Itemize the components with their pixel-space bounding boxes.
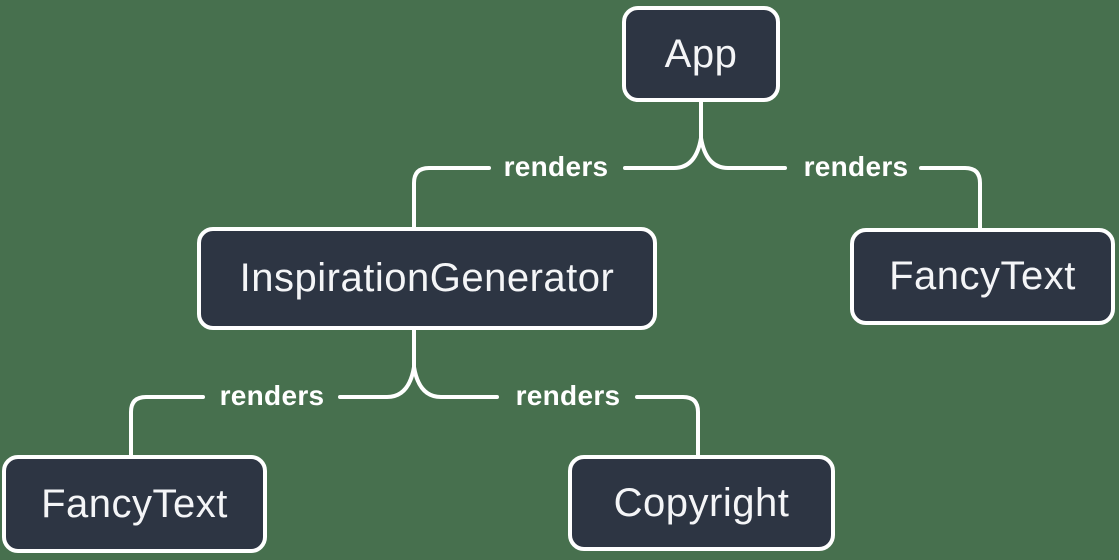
- edge-label-inspiration-fancy-text: renders: [219, 380, 325, 411]
- edge-app-split-right: [699, 100, 787, 170]
- edge-label-app-inspiration: renders: [503, 151, 609, 182]
- edge-ig-split-right: [412, 328, 499, 399]
- edge-to-inspiration: [412, 166, 491, 229]
- node-fancy-text-bottom: FancyText: [2, 455, 267, 553]
- node-app-label: App: [664, 31, 738, 76]
- edge-app-split-left: [623, 100, 703, 170]
- node-app: App: [622, 6, 780, 102]
- edge-to-fancy-bottom: [129, 395, 205, 457]
- edge-label-inspiration-copyright: renders: [515, 380, 621, 411]
- node-copyright: Copyright: [568, 455, 835, 551]
- node-fancy-text-bottom-label: FancyText: [41, 481, 228, 526]
- edge-to-fancy-top: [919, 166, 982, 230]
- node-fancy-text-top-label: FancyText: [889, 254, 1076, 298]
- edge-ig-split-left: [338, 328, 416, 399]
- node-inspiration-generator-label: InspirationGenerator: [239, 256, 615, 300]
- edge-to-copyright: [635, 395, 700, 457]
- node-inspiration-generator: InspirationGenerator: [197, 227, 657, 330]
- node-copyright-label: Copyright: [613, 480, 790, 525]
- edge-label-app-fancy-text: renders: [803, 151, 909, 182]
- node-fancy-text-top: FancyText: [850, 228, 1115, 325]
